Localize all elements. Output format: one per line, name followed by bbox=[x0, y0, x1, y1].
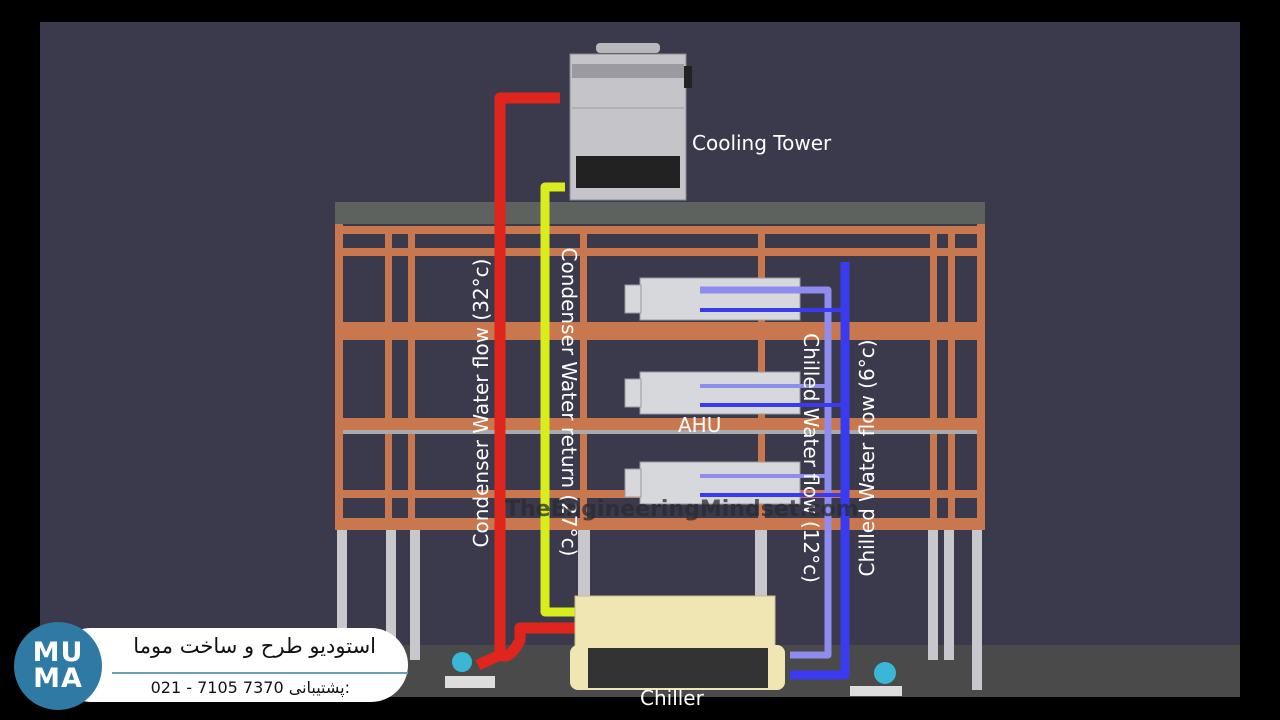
condenser-flow-pipe-chiller bbox=[497, 622, 575, 662]
badge-pill bbox=[54, 628, 408, 702]
chilled-flow-6-label: Chilled Water flow (6°c) bbox=[855, 339, 879, 576]
support-line: 021 - 7105 7370 پشتیبانی: bbox=[151, 678, 350, 697]
logo-top: MU bbox=[32, 637, 84, 668]
chilled-supply-pipe bbox=[790, 262, 850, 680]
pump-base bbox=[445, 676, 495, 688]
support-label: پشتیبانی: bbox=[288, 678, 350, 697]
chiller-label: Chiller bbox=[640, 686, 705, 710]
pump-base bbox=[850, 686, 902, 696]
chilled-return-pipe bbox=[700, 286, 832, 659]
condenser-flow-pipe bbox=[475, 92, 560, 671]
condenser-flow-label: Condenser Water flow (32°c) bbox=[469, 259, 493, 548]
condenser-return-label: Condenser Water return (27°c) bbox=[557, 248, 581, 557]
cooling-tower bbox=[569, 43, 692, 201]
ahu-label: AHU bbox=[678, 413, 721, 437]
chilled-pump-icon bbox=[874, 662, 896, 684]
studio-badge: MU MA استودیو طرح و ساخت موما 021 - 7105… bbox=[14, 622, 410, 710]
watermark: TheEngineeringMindset.com bbox=[505, 497, 859, 522]
pipes bbox=[475, 92, 850, 680]
badge-divider bbox=[112, 672, 408, 674]
chiller bbox=[570, 595, 785, 690]
studio-title: استودیو طرح و ساخت موما bbox=[133, 634, 376, 658]
condenser-pump-icon bbox=[452, 652, 472, 672]
chilled-flow-12-label: Chilled Water flow (12°c) bbox=[799, 333, 823, 583]
condenser-return-pipe bbox=[540, 182, 575, 617]
cooling-tower-label: Cooling Tower bbox=[692, 131, 832, 155]
muma-logo: MU MA bbox=[14, 622, 102, 710]
logo-bottom: MA bbox=[33, 663, 83, 694]
support-phone: 021 - 7105 7370 bbox=[150, 678, 284, 697]
